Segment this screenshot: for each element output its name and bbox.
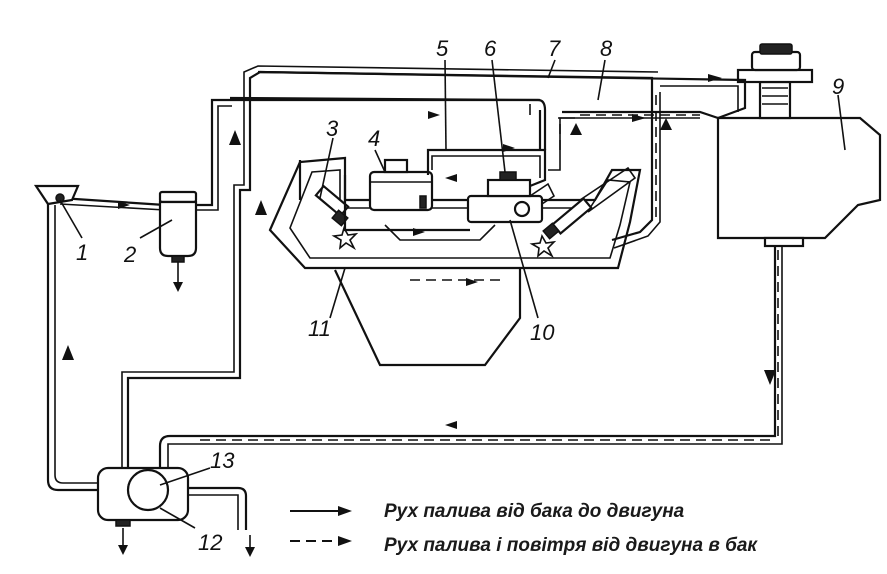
label-9: 9 — [832, 74, 844, 99]
injector-left — [314, 137, 359, 251]
label-2: 2 — [123, 242, 136, 267]
label-11: 11 — [308, 316, 331, 341]
legend-dashed-text: Рух палива і повітря від двигуна в бак — [384, 535, 758, 556]
feed-line — [46, 65, 747, 492]
legend-solid: Рух палива від бака до двигуна — [290, 501, 685, 522]
label-1: 1 — [76, 240, 88, 265]
injector-right — [529, 166, 637, 259]
label-3: 3 — [326, 116, 339, 141]
tank-return-line — [158, 246, 783, 468]
legend-solid-text: Рух палива від бака до двигуна — [384, 501, 685, 522]
label-10: 10 — [530, 320, 555, 345]
fine-filter — [368, 158, 434, 212]
part-labels: 1 2 3 4 5 6 7 8 9 10 11 12 13 — [76, 36, 844, 555]
legend-dashed: Рух палива і повітря від двигуна в бак — [290, 535, 758, 556]
label-13: 13 — [210, 448, 235, 473]
fuel-tank — [716, 43, 882, 248]
flow-arrows — [62, 74, 776, 429]
label-7: 7 — [548, 36, 561, 61]
label-4: 4 — [368, 126, 380, 151]
engine — [268, 156, 642, 367]
tank-block — [96, 466, 255, 557]
pre-filter — [33, 184, 80, 206]
coarse-filter — [158, 190, 198, 292]
injection-pump — [466, 171, 556, 224]
dashed-return-overlays — [200, 95, 779, 441]
label-12: 12 — [198, 530, 222, 555]
leader-lines — [59, 59, 846, 529]
label-6: 6 — [484, 36, 497, 61]
label-5: 5 — [436, 36, 449, 61]
label-8: 8 — [600, 36, 613, 61]
legend: Рух палива від бака до двигуна Рух палив… — [290, 501, 758, 556]
